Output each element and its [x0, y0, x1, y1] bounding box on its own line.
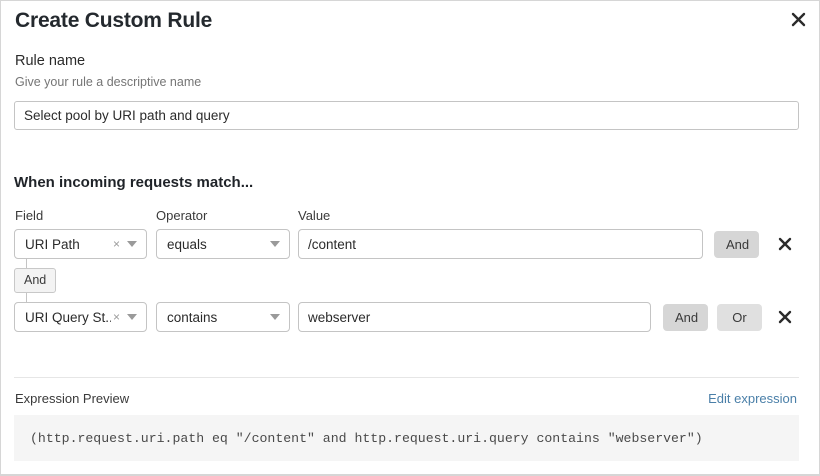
operator-select-2-value: contains — [167, 309, 218, 325]
section-divider — [14, 377, 799, 378]
operator-select-1-value: equals — [167, 236, 207, 252]
delete-icon[interactable] — [773, 305, 797, 329]
group-connector-and[interactable]: And — [14, 268, 57, 293]
bottom-border — [1, 474, 819, 475]
clear-icon[interactable]: × — [112, 237, 120, 251]
rule-name-label: Rule name — [15, 53, 86, 69]
chevron-down-icon — [127, 314, 137, 320]
field-select-1-value: URI Path — [25, 236, 80, 252]
connector-line-top — [26, 259, 27, 269]
field-select-2-value: URI Query St... — [25, 309, 111, 325]
expression-preview-label: Expression Preview — [15, 391, 130, 406]
and-button-2[interactable]: And — [663, 304, 708, 331]
close-icon[interactable] — [786, 7, 810, 31]
value-input-2[interactable] — [298, 302, 651, 332]
edit-expression-link[interactable]: Edit expression — [708, 391, 797, 406]
chevron-down-icon — [270, 314, 280, 320]
clear-icon[interactable]: × — [112, 310, 120, 324]
delete-icon-glyph — [778, 237, 792, 251]
column-header-operator: Operator — [156, 208, 208, 223]
rule-name-input[interactable] — [14, 101, 799, 130]
chevron-down-icon — [270, 241, 280, 247]
field-select-1[interactable]: URI Path × — [14, 229, 147, 259]
chevron-down-icon — [127, 241, 137, 247]
match-section-heading: When incoming requests match... — [14, 174, 254, 191]
dialog-title: Create Custom Rule — [15, 9, 213, 32]
delete-icon[interactable] — [773, 232, 797, 256]
delete-icon-glyph — [778, 310, 792, 324]
close-icon-glyph — [791, 12, 805, 26]
rule-name-help-text: Give your rule a descriptive name — [15, 75, 202, 89]
expression-preview-code: (http.request.uri.path eq "/content" and… — [14, 415, 799, 461]
or-button-2[interactable]: Or — [717, 304, 762, 331]
operator-select-2[interactable]: contains — [156, 302, 290, 332]
value-input-1[interactable] — [298, 229, 703, 259]
column-header-value: Value — [298, 208, 331, 223]
column-header-field: Field — [15, 208, 44, 223]
field-select-2[interactable]: URI Query St... × — [14, 302, 147, 332]
connector-line-bottom — [26, 293, 27, 303]
operator-select-1[interactable]: equals — [156, 229, 290, 259]
and-button-1[interactable]: And — [714, 231, 759, 258]
